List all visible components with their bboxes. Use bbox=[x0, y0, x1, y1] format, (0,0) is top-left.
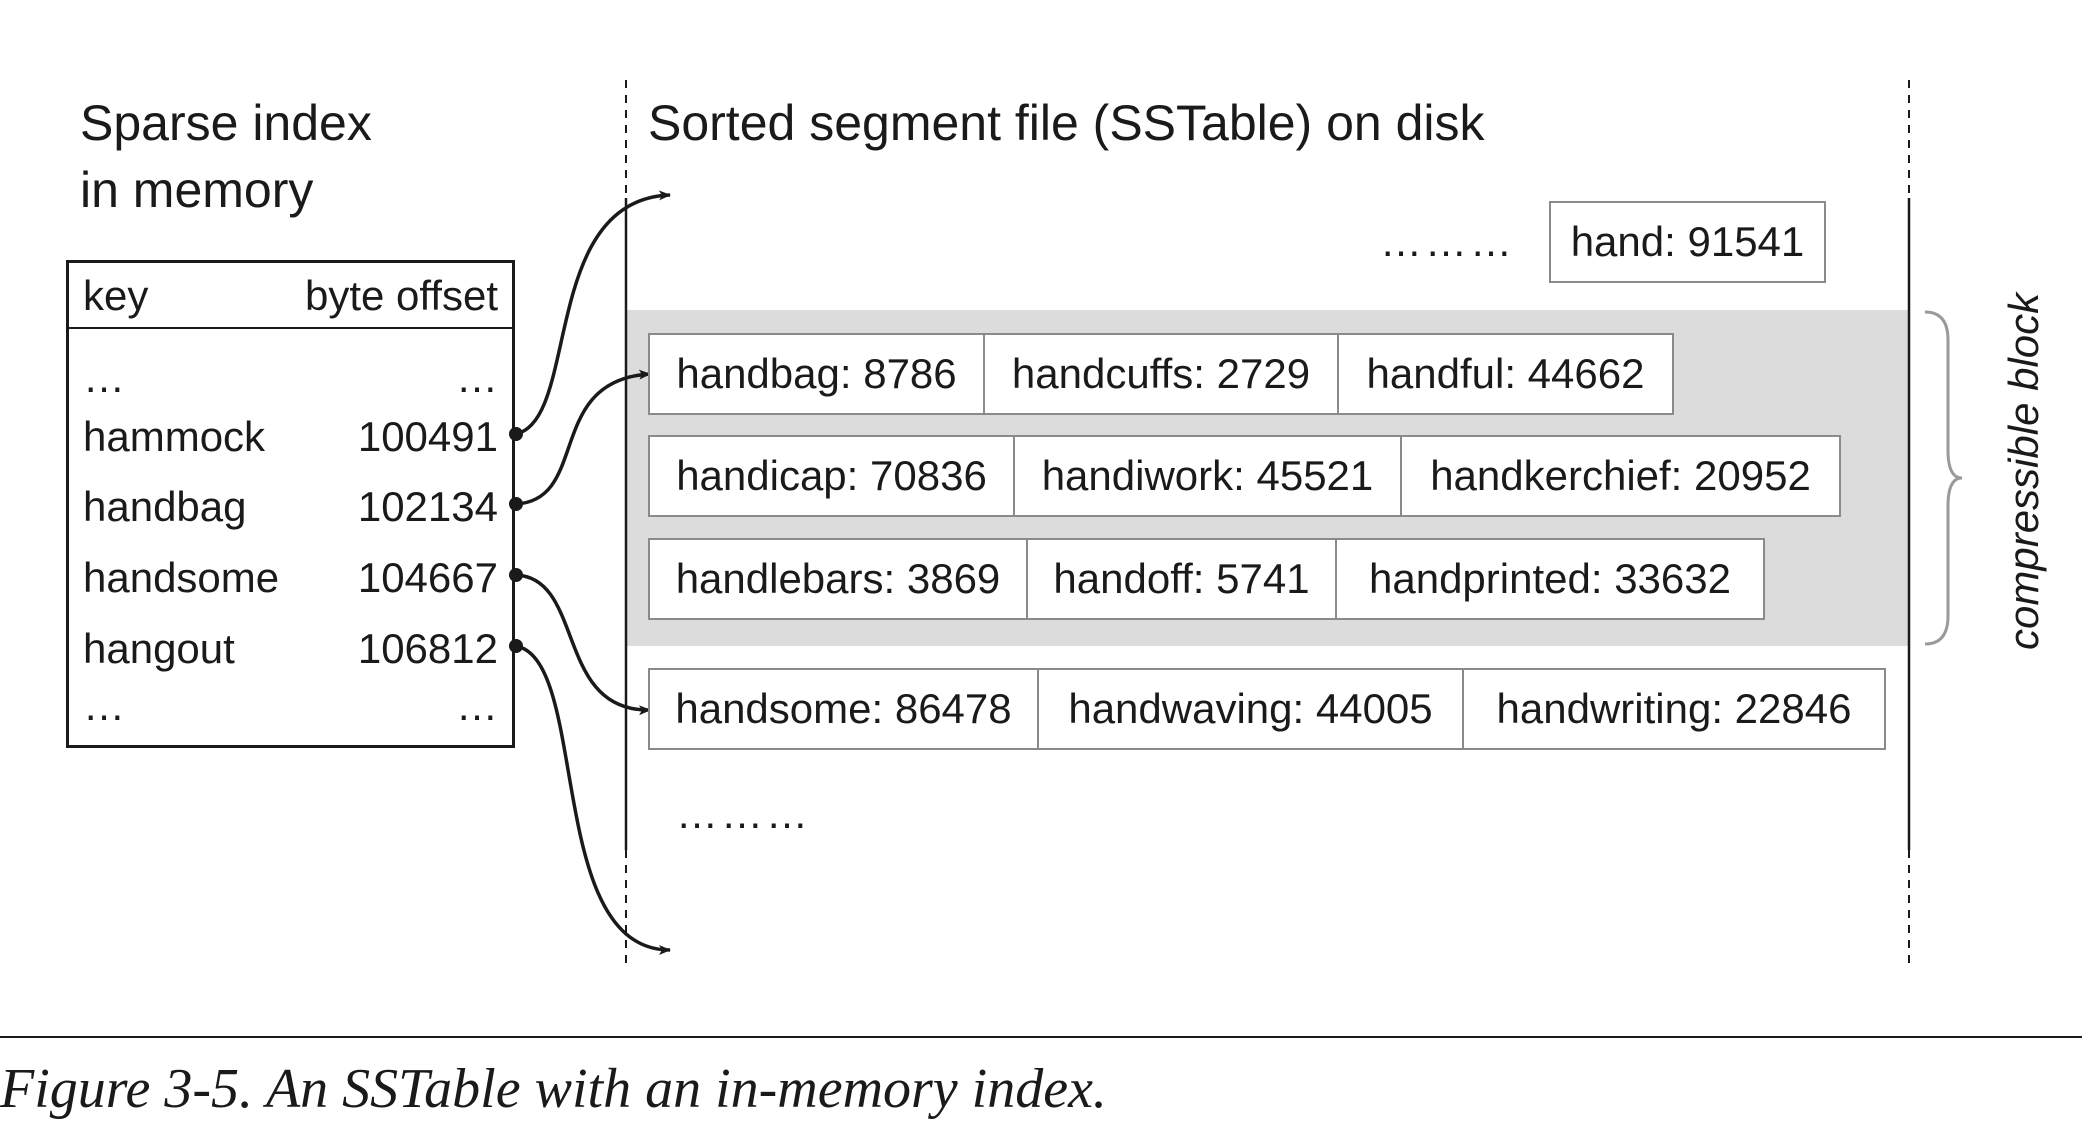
arrow-handsome bbox=[515, 573, 651, 716]
segment-entry: handiwork: 45521 bbox=[1013, 435, 1402, 517]
segment-entry: handlebars: 3869 bbox=[648, 538, 1028, 620]
compressible-block-brace bbox=[1924, 310, 1963, 646]
segment-entry: handprinted: 33632 bbox=[1335, 538, 1765, 620]
segment-entry: handwaving: 44005 bbox=[1037, 668, 1464, 750]
index-header-key: key bbox=[83, 272, 149, 319]
index-row-key: handsome bbox=[83, 554, 280, 601]
arrow-hangout bbox=[515, 644, 671, 955]
segment-entry: handwriting: 22846 bbox=[1462, 668, 1886, 750]
index-row-offset: … bbox=[456, 682, 498, 729]
index-row-offset: 102134 bbox=[357, 483, 498, 530]
index-row-key: handbag bbox=[83, 483, 247, 530]
arrow-hammock bbox=[515, 190, 671, 436]
index-header-offset: byte offset bbox=[304, 272, 498, 319]
segment-entry: handful: 44662 bbox=[1337, 333, 1674, 415]
segment-entry: handcuffs: 2729 bbox=[983, 333, 1339, 415]
index-row-offset: … bbox=[456, 354, 498, 401]
bottom-ellipsis: ……… bbox=[676, 790, 811, 837]
compressible-block-label: compressible block bbox=[2000, 292, 2047, 650]
segment-title: Sorted segment file (SSTable) on disk bbox=[648, 95, 1485, 151]
index-header-row: key byte offset bbox=[69, 263, 512, 329]
segment-entry: handkerchief: 20952 bbox=[1400, 435, 1841, 517]
index-row-key: hammock bbox=[83, 413, 266, 460]
segment-entry: handbag: 8786 bbox=[648, 333, 985, 415]
arrow-handbag bbox=[515, 369, 651, 506]
sparse-index-table: key byte offset … … hammock 100491 handb… bbox=[66, 260, 515, 748]
index-row-key: hangout bbox=[83, 625, 235, 672]
top-ellipsis: ……… bbox=[1380, 218, 1515, 265]
index-row-key: … bbox=[83, 354, 125, 401]
index-title-line1: Sparse index bbox=[80, 95, 372, 151]
index-row-key: … bbox=[83, 682, 125, 729]
figure-caption: Figure 3-5. An SSTable with an in-memory… bbox=[0, 1058, 1107, 1120]
index-row-offset: 106812 bbox=[357, 625, 498, 672]
caption-divider bbox=[0, 1036, 2082, 1038]
index-title-line2: in memory bbox=[80, 162, 314, 218]
index-row-offset: 104667 bbox=[357, 554, 498, 601]
segment-entry: handsome: 86478 bbox=[648, 668, 1039, 750]
index-row-offset: 100491 bbox=[357, 413, 498, 460]
segment-entry: hand: 91541 bbox=[1549, 201, 1826, 283]
segment-entry: handoff: 5741 bbox=[1026, 538, 1337, 620]
segment-entry: handicap: 70836 bbox=[648, 435, 1015, 517]
